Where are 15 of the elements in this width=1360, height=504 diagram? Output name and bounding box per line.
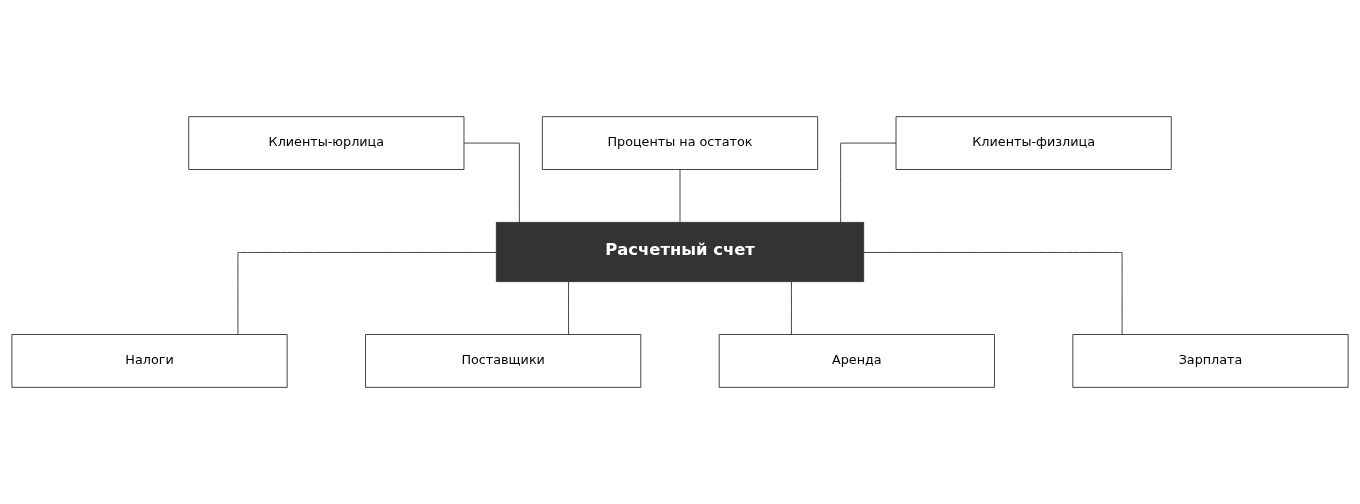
connector <box>679 169 681 223</box>
node-box: Аренда <box>718 334 995 388</box>
node-box: Расчетный счет <box>495 221 865 283</box>
connector <box>790 281 792 335</box>
node-box: Налоги <box>11 334 288 388</box>
node-box: Поставщики <box>365 334 642 388</box>
node-box: Клиенты-физлица <box>895 116 1172 170</box>
node-box: Зарплата <box>1072 334 1349 388</box>
connector <box>237 252 497 335</box>
connector <box>840 142 897 223</box>
connector <box>863 252 1123 335</box>
node-box: Клиенты-юрлица <box>188 116 465 170</box>
connector <box>568 281 570 335</box>
connector <box>463 142 520 223</box>
node-box: Проценты на остаток <box>541 116 819 170</box>
